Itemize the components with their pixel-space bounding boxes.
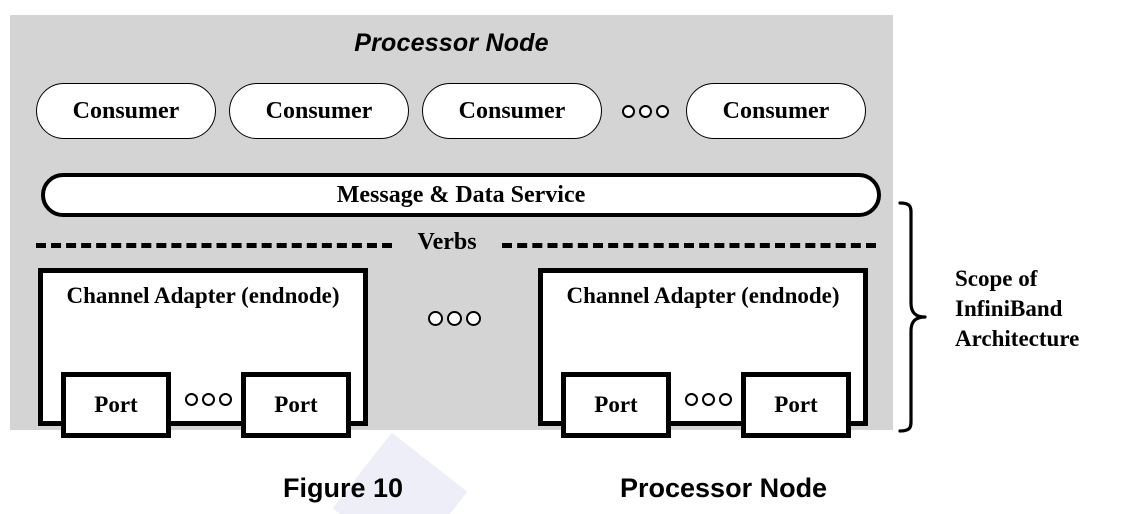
port-label: Port	[94, 392, 138, 417]
channel-adapter-1[interactable]: Channel Adapter (endnode) Port Port	[38, 268, 368, 438]
verbs-dashed-line-right	[502, 243, 876, 248]
consumer-label: Consumer	[265, 97, 373, 124]
channel-adapter-label-line1: Channel Adapter	[566, 283, 736, 308]
consumer-label: Consumer	[458, 97, 566, 124]
port-box-1a[interactable]: Port	[61, 372, 171, 438]
verbs-dashed-line-left	[36, 243, 392, 248]
port-ellipsis-icon-2	[685, 393, 732, 406]
consumer-box-1[interactable]: Consumer	[36, 83, 216, 139]
scope-line-3: Architecture	[955, 326, 1080, 351]
scope-line-2: InfiniBand	[955, 296, 1063, 321]
channel-adapter-label-line2: (endnode)	[741, 283, 840, 308]
figure-number-label: Figure 10	[283, 473, 404, 503]
port-box-2b[interactable]: Port	[741, 372, 851, 438]
channel-adapter-label: Channel Adapter (endnode)	[543, 283, 863, 309]
scope-annotation: Scope of InfiniBand Architecture	[955, 264, 1135, 354]
channel-adapter-label-line2: (endnode)	[241, 283, 340, 308]
verbs-label: Verbs	[417, 229, 477, 255]
channel-adapter-label: Channel Adapter (endnode)	[43, 283, 363, 309]
port-box-2a[interactable]: Port	[561, 372, 671, 438]
page-title: Processor Node	[354, 29, 549, 57]
consumer-ellipsis-icon	[622, 105, 669, 118]
consumer-box-4[interactable]: Consumer	[686, 83, 866, 139]
scope-line-1: Scope of	[955, 266, 1038, 291]
consumer-label: Consumer	[722, 97, 830, 124]
message-data-service-bar[interactable]: Message & Data Service	[41, 173, 881, 217]
port-label: Port	[274, 392, 318, 417]
processor-node-panel: Processor Node Consumer Consumer Consume…	[10, 15, 893, 438]
port-label: Port	[774, 392, 818, 417]
message-data-service-label: Message & Data Service	[336, 181, 586, 208]
scope-brace-icon	[898, 201, 927, 433]
figure-title-label: Processor Node	[620, 473, 828, 503]
port-box-1b[interactable]: Port	[241, 372, 351, 438]
port-label: Port	[594, 392, 638, 417]
consumer-box-3[interactable]: Consumer	[422, 83, 602, 139]
port-ellipsis-icon-1	[185, 393, 232, 406]
channel-adapter-2[interactable]: Channel Adapter (endnode) Port Port	[538, 268, 868, 438]
consumer-label: Consumer	[72, 97, 180, 124]
consumer-box-2[interactable]: Consumer	[229, 83, 409, 139]
adapter-ellipsis-icon	[428, 311, 481, 326]
channel-adapter-label-line1: Channel Adapter	[66, 283, 236, 308]
